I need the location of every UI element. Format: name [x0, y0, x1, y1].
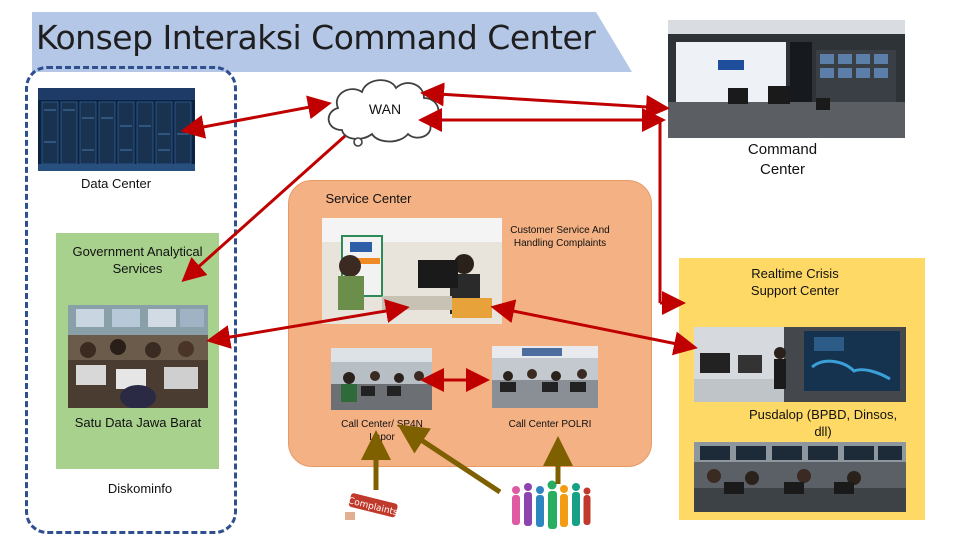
- diskominfo-label: Diskominfo: [107, 481, 173, 496]
- data-center-photo: [38, 88, 195, 171]
- customer-service-label: Customer Service And Handling Complaints: [510, 225, 610, 249]
- data-center-label: Data Center: [80, 176, 152, 191]
- analytics-room-photo: [68, 305, 208, 408]
- complaints-sign-photo: Complaints: [343, 490, 401, 522]
- satu-data-label: Satu Data Jawa Barat: [74, 415, 202, 430]
- wan-label: WAN: [368, 101, 402, 117]
- arrow-people-sp4n: [397, 424, 502, 495]
- arrow-datacenter-wan: [180, 95, 332, 139]
- people-group-icon: [512, 480, 591, 529]
- command-center-photo: [668, 20, 905, 138]
- call-center-polri-label: Call Center POLRI: [508, 419, 592, 430]
- call-center-sp4n-photo: [331, 348, 432, 410]
- arrow-service-crisis: [490, 299, 698, 356]
- pusdalop-room-photo: [694, 442, 906, 512]
- title-band: [32, 12, 632, 72]
- service-center-label: Service Center: [325, 191, 412, 206]
- realtime-crisis-label: Realtime Crisis Support Center: [750, 266, 840, 298]
- arrow-service-government: [206, 299, 410, 349]
- government-analytical-label: Government Analytical Services: [72, 244, 203, 276]
- command-center-label: Command Center: [747, 141, 818, 178]
- page-title: Konsep Interaksi Command Center: [36, 18, 596, 57]
- arrow-wan-government: [181, 134, 346, 282]
- pusdalop-label: Pusdalop (BPBD, Dinsos, dll): [748, 407, 898, 439]
- arrow-wan-command-top: [420, 82, 670, 119]
- crisis-room-photo: [694, 327, 906, 402]
